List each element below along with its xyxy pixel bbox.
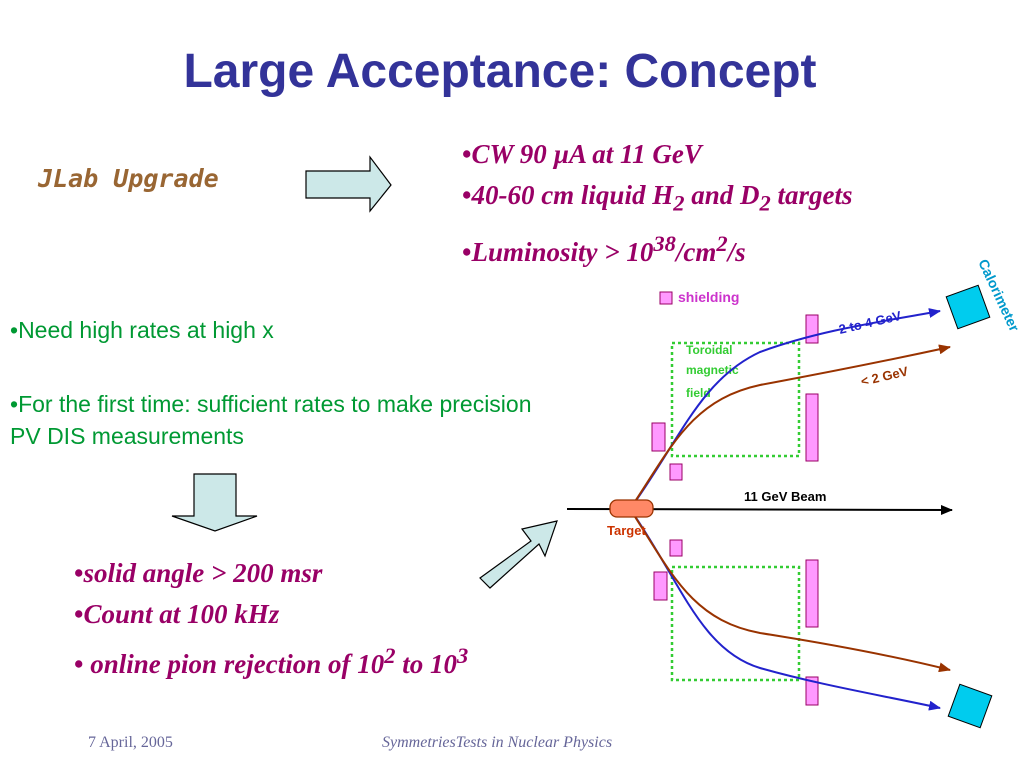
low-energy-track-bottom xyxy=(629,508,951,673)
target-label: Target xyxy=(607,523,646,538)
target xyxy=(609,499,654,518)
shield-block xyxy=(651,422,666,452)
jlab-upgrade-label: JLab Upgrade xyxy=(38,164,219,193)
calorimeter-top xyxy=(945,284,991,330)
calorimeter-bottom xyxy=(947,683,993,729)
high-energy-track-label: 2 to 4 GeV xyxy=(837,308,903,337)
requirement-count-rate: Count at 100 kHz xyxy=(74,594,468,635)
toroidal-field-box-bottom xyxy=(670,565,801,682)
low-energy-track-top xyxy=(629,344,951,510)
slide-title: Large Acceptance: Concept xyxy=(183,45,817,98)
footer-date: 7 April, 2005 xyxy=(88,734,173,751)
diagonal-arrow xyxy=(479,520,558,589)
field-label-line1: Toroidal xyxy=(686,343,732,357)
shielding-legend-label: shielding xyxy=(678,289,739,305)
beam-label: 11 GeV Beam xyxy=(744,489,826,504)
need-high-rates-bullet: Need high rates at high x xyxy=(10,314,370,346)
footer-conference: SymmetriesTests in Nuclear Physics xyxy=(382,734,613,751)
beam-spec-luminosity: Luminosity > 1038/cm2/s xyxy=(462,223,852,273)
beam-spec-targets: 40-60 cm liquid H2 and D2 targets xyxy=(462,175,852,223)
first-time-bullet: For the first time: sufficient rates to … xyxy=(10,388,550,452)
requirements-list: solid angle > 200 msr Count at 100 kHz o… xyxy=(74,553,468,685)
shield-block xyxy=(805,314,819,344)
high-energy-track-bottom xyxy=(629,508,941,711)
down-arrow xyxy=(171,473,258,532)
shield-block xyxy=(805,559,819,628)
calorimeter-label: Calorimeter xyxy=(975,257,1023,335)
shielding-legend-swatch xyxy=(659,291,673,305)
beam-specs-list: CW 90 µA at 11 GeV 40-60 cm liquid H2 an… xyxy=(462,134,852,273)
low-energy-track-label: < 2 GeV xyxy=(859,363,910,389)
shield-block xyxy=(805,393,819,462)
requirement-solid-angle: solid angle > 200 msr xyxy=(74,553,468,594)
shield-block xyxy=(669,463,683,481)
shield-block xyxy=(653,571,668,601)
shield-block xyxy=(669,539,683,557)
shield-block xyxy=(805,676,819,706)
requirement-pion-rejection: online pion rejection of 102 to 103 xyxy=(74,635,468,685)
beam-spec-current: CW 90 µA at 11 GeV xyxy=(462,134,852,175)
right-arrow xyxy=(305,155,392,213)
